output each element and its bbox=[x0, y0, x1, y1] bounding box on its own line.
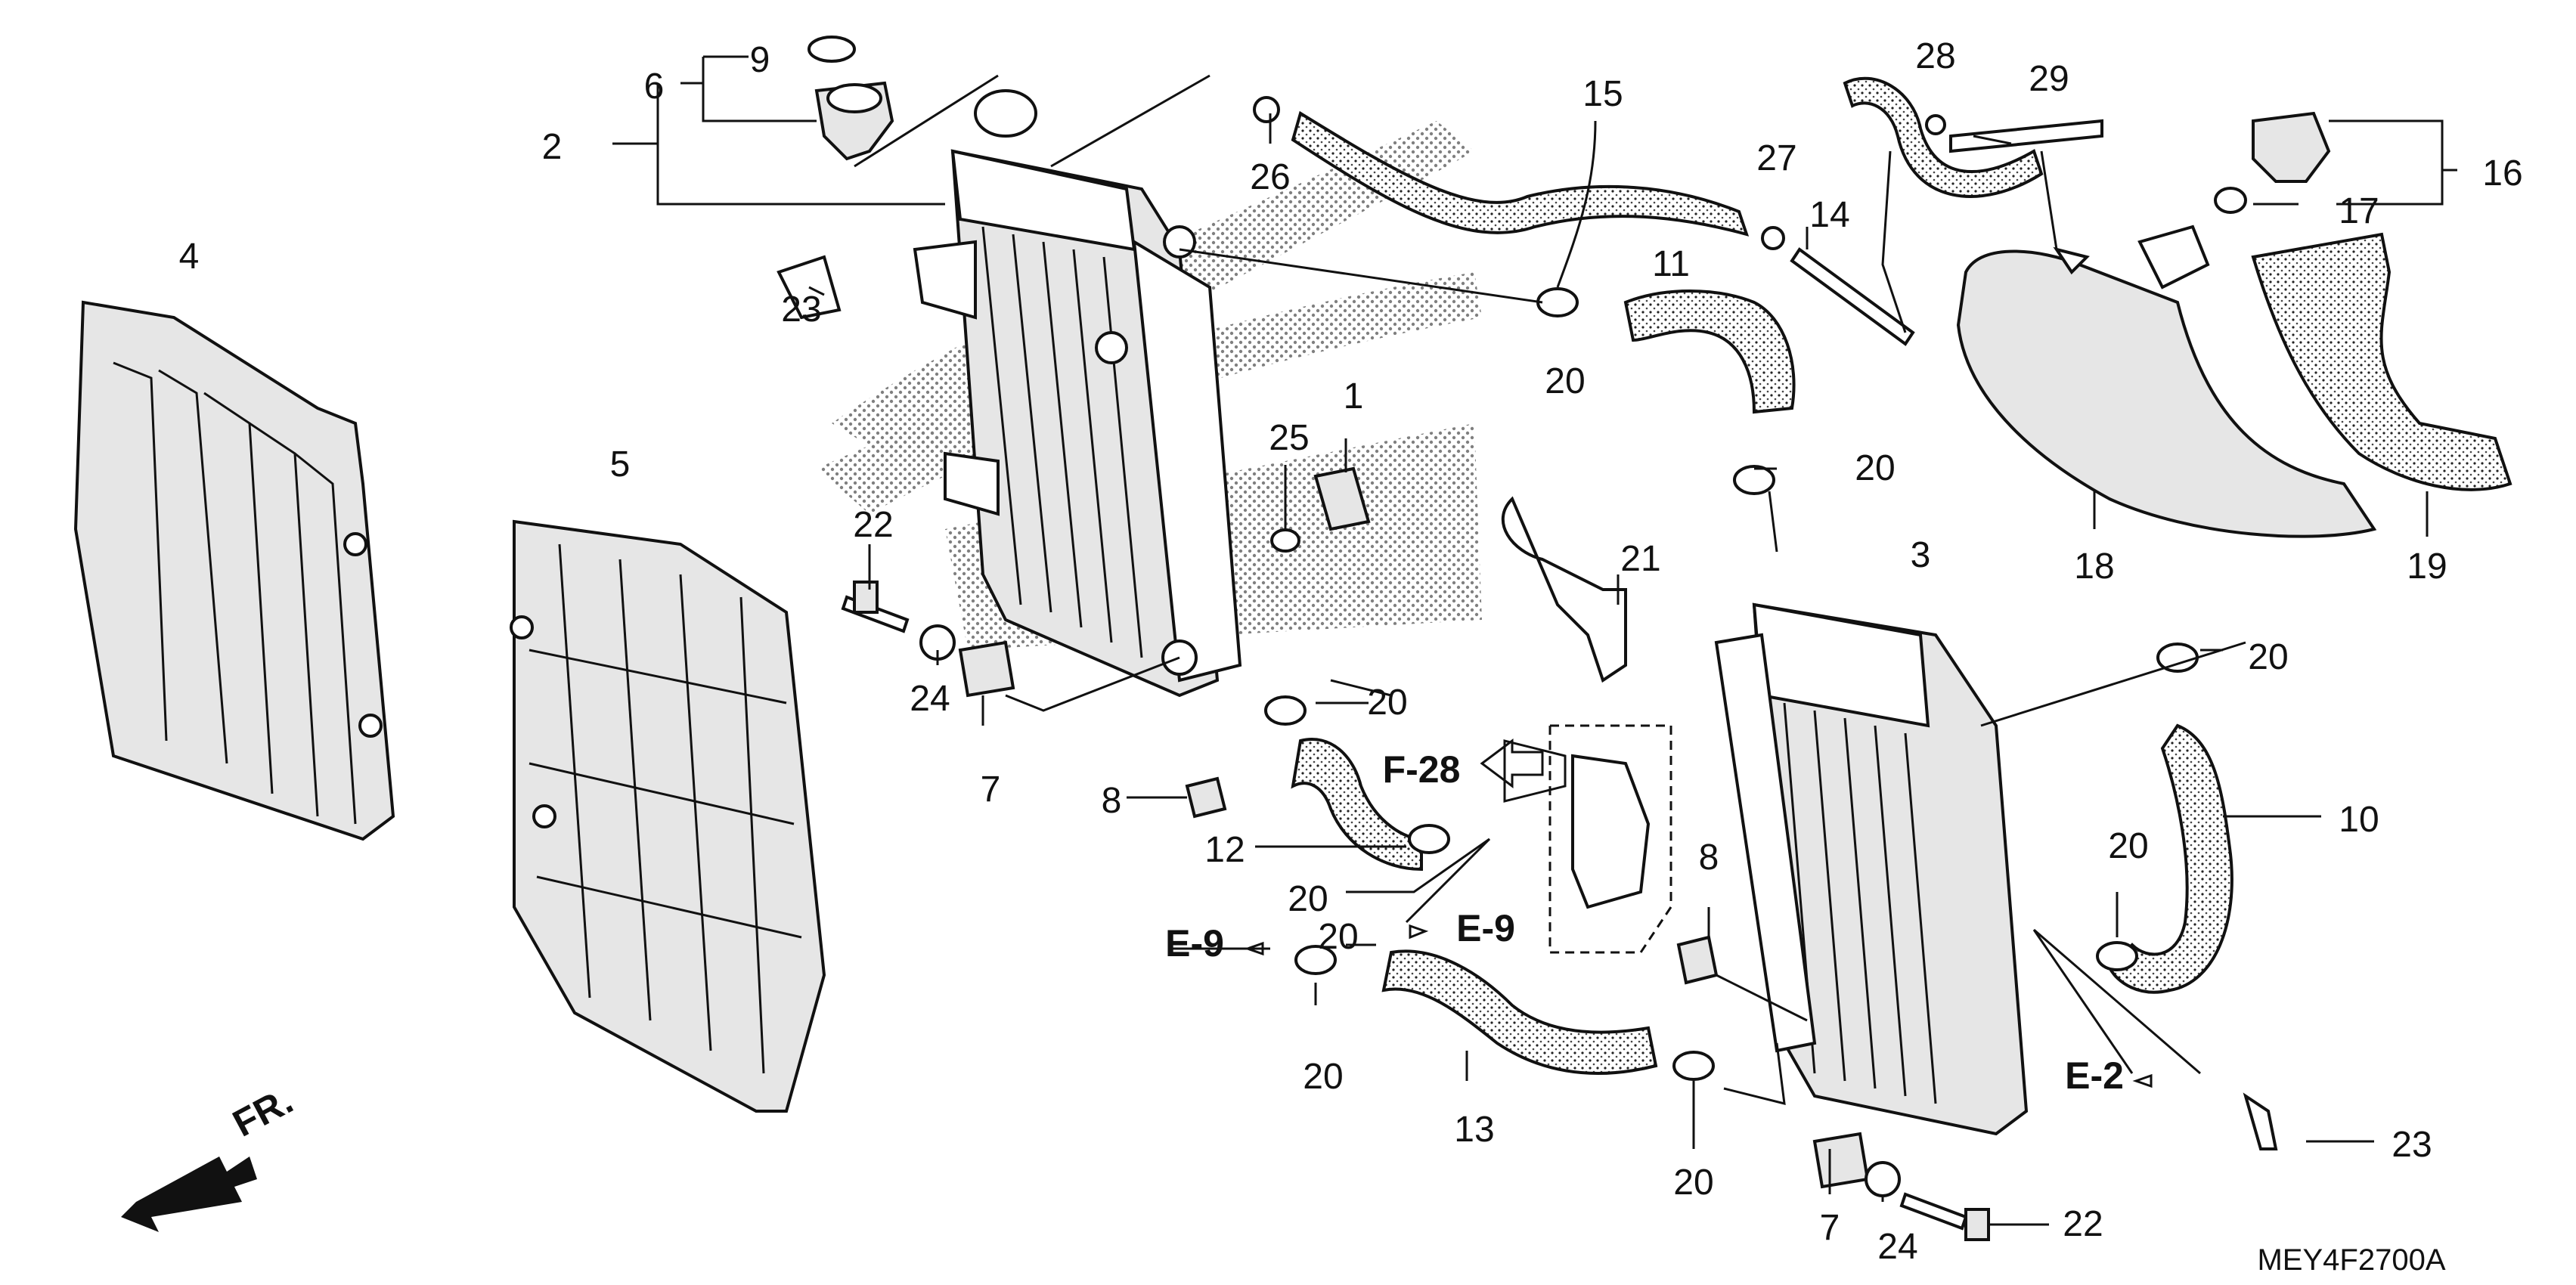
callout-20: 20 bbox=[1367, 683, 1407, 723]
callout-labels: 1 2 3 4 5 6 7 7 8 8 9 10 11 12 13 14 15 … bbox=[179, 36, 2523, 1267]
ref-f28: F-28 bbox=[1383, 748, 1461, 791]
callout-15: 15 bbox=[1582, 74, 1623, 114]
callout-16: 16 bbox=[2482, 153, 2522, 194]
ref-f28-arrow bbox=[1480, 738, 1544, 788]
callout-18: 18 bbox=[2074, 547, 2114, 587]
part-12-hose bbox=[1291, 738, 1423, 872]
front-direction-marker: FR. bbox=[121, 1079, 299, 1232]
callout-25: 25 bbox=[1269, 418, 1309, 458]
callout-20: 20 bbox=[1318, 917, 1358, 957]
part-6-radiator-cap bbox=[814, 81, 894, 161]
callout-8: 8 bbox=[1699, 838, 1719, 878]
callout-9: 9 bbox=[750, 40, 770, 80]
callout-7: 7 bbox=[1820, 1208, 1840, 1248]
callout-22: 22 bbox=[853, 505, 893, 545]
callout-20: 20 bbox=[2248, 637, 2288, 677]
part-17-packing bbox=[2214, 187, 2247, 214]
callout-7: 7 bbox=[981, 769, 1001, 810]
callout-8: 8 bbox=[1102, 781, 1122, 821]
part-15-breather-hose bbox=[1291, 110, 1750, 237]
front-label: FR. bbox=[226, 1079, 299, 1144]
part-18-reserve-tank bbox=[1956, 224, 2377, 538]
part-1-drain-plug bbox=[1313, 466, 1371, 531]
callout-26: 26 bbox=[1250, 157, 1290, 197]
callout-20: 20 bbox=[1855, 448, 1895, 488]
part-19-tank-guard bbox=[2251, 232, 2512, 491]
part-13-lower-hose bbox=[1381, 949, 1658, 1075]
callout-13: 13 bbox=[1454, 1110, 1494, 1150]
part-9-o-ring bbox=[808, 36, 856, 63]
part-26-clip bbox=[1253, 96, 1280, 123]
callout-5: 5 bbox=[610, 444, 631, 485]
part-27-clip bbox=[1761, 226, 1785, 250]
callout-3: 3 bbox=[1911, 535, 1931, 575]
ref-e2: E-2 bbox=[2065, 1054, 2124, 1097]
callout-11: 11 bbox=[1652, 244, 1690, 284]
callout-24: 24 bbox=[910, 679, 950, 719]
callout-28: 28 bbox=[1915, 36, 1955, 76]
callout-23: 23 bbox=[2392, 1125, 2432, 1165]
callout-4: 4 bbox=[179, 237, 200, 277]
part-20-hose-clamps bbox=[1264, 287, 2199, 1081]
reference-codes: F-28 E-9 E-9 E-2 bbox=[1165, 738, 2153, 1097]
callout-2: 2 bbox=[542, 127, 563, 167]
part-5-radiator-grille bbox=[510, 519, 826, 1113]
part-4-radiator-shroud bbox=[73, 300, 395, 841]
callout-14: 14 bbox=[1809, 195, 1849, 235]
callout-20: 20 bbox=[1673, 1163, 1713, 1203]
part-14-pipe bbox=[1790, 247, 1915, 346]
callout-20: 20 bbox=[2108, 826, 2148, 866]
ref-e9-right: E-9 bbox=[1456, 907, 1515, 949]
callout-20: 20 bbox=[1545, 361, 1585, 401]
part-16-reserve-tank-cap bbox=[2252, 111, 2331, 183]
callout-17: 17 bbox=[2339, 191, 2379, 231]
part-10-hose bbox=[2107, 723, 2233, 994]
part-29-overflow-hose bbox=[1843, 76, 2103, 198]
leader-lines bbox=[612, 55, 2457, 1226]
callout-19: 19 bbox=[2407, 547, 2447, 587]
callout-22: 22 bbox=[2063, 1204, 2103, 1244]
part-2-left-radiator bbox=[913, 89, 1242, 698]
callout-6: 6 bbox=[644, 67, 665, 107]
callout-20: 20 bbox=[1303, 1057, 1343, 1097]
callout-20: 20 bbox=[1288, 879, 1328, 919]
part-7-grommet bbox=[958, 640, 1870, 1189]
callout-21: 21 bbox=[1620, 539, 1660, 579]
f28-detail-box bbox=[1503, 724, 1672, 954]
part-25-washer bbox=[1270, 528, 1300, 553]
callout-10: 10 bbox=[2339, 800, 2379, 840]
part-3-right-radiator bbox=[1714, 602, 2029, 1136]
callout-29: 29 bbox=[2029, 59, 2069, 99]
part-11-upper-hose bbox=[1623, 290, 1796, 414]
callout-27: 27 bbox=[1756, 138, 1796, 178]
part-21-bracket bbox=[1501, 496, 1627, 683]
callout-1: 1 bbox=[1344, 376, 1364, 416]
callout-23: 23 bbox=[781, 290, 821, 330]
part-28-clip bbox=[1925, 114, 1946, 135]
ref-e9-left: E-9 bbox=[1165, 922, 1224, 965]
callout-12: 12 bbox=[1204, 830, 1245, 870]
diagram-code: MEY4F2700A bbox=[2257, 1243, 2445, 1277]
callout-24: 24 bbox=[1877, 1227, 1917, 1267]
